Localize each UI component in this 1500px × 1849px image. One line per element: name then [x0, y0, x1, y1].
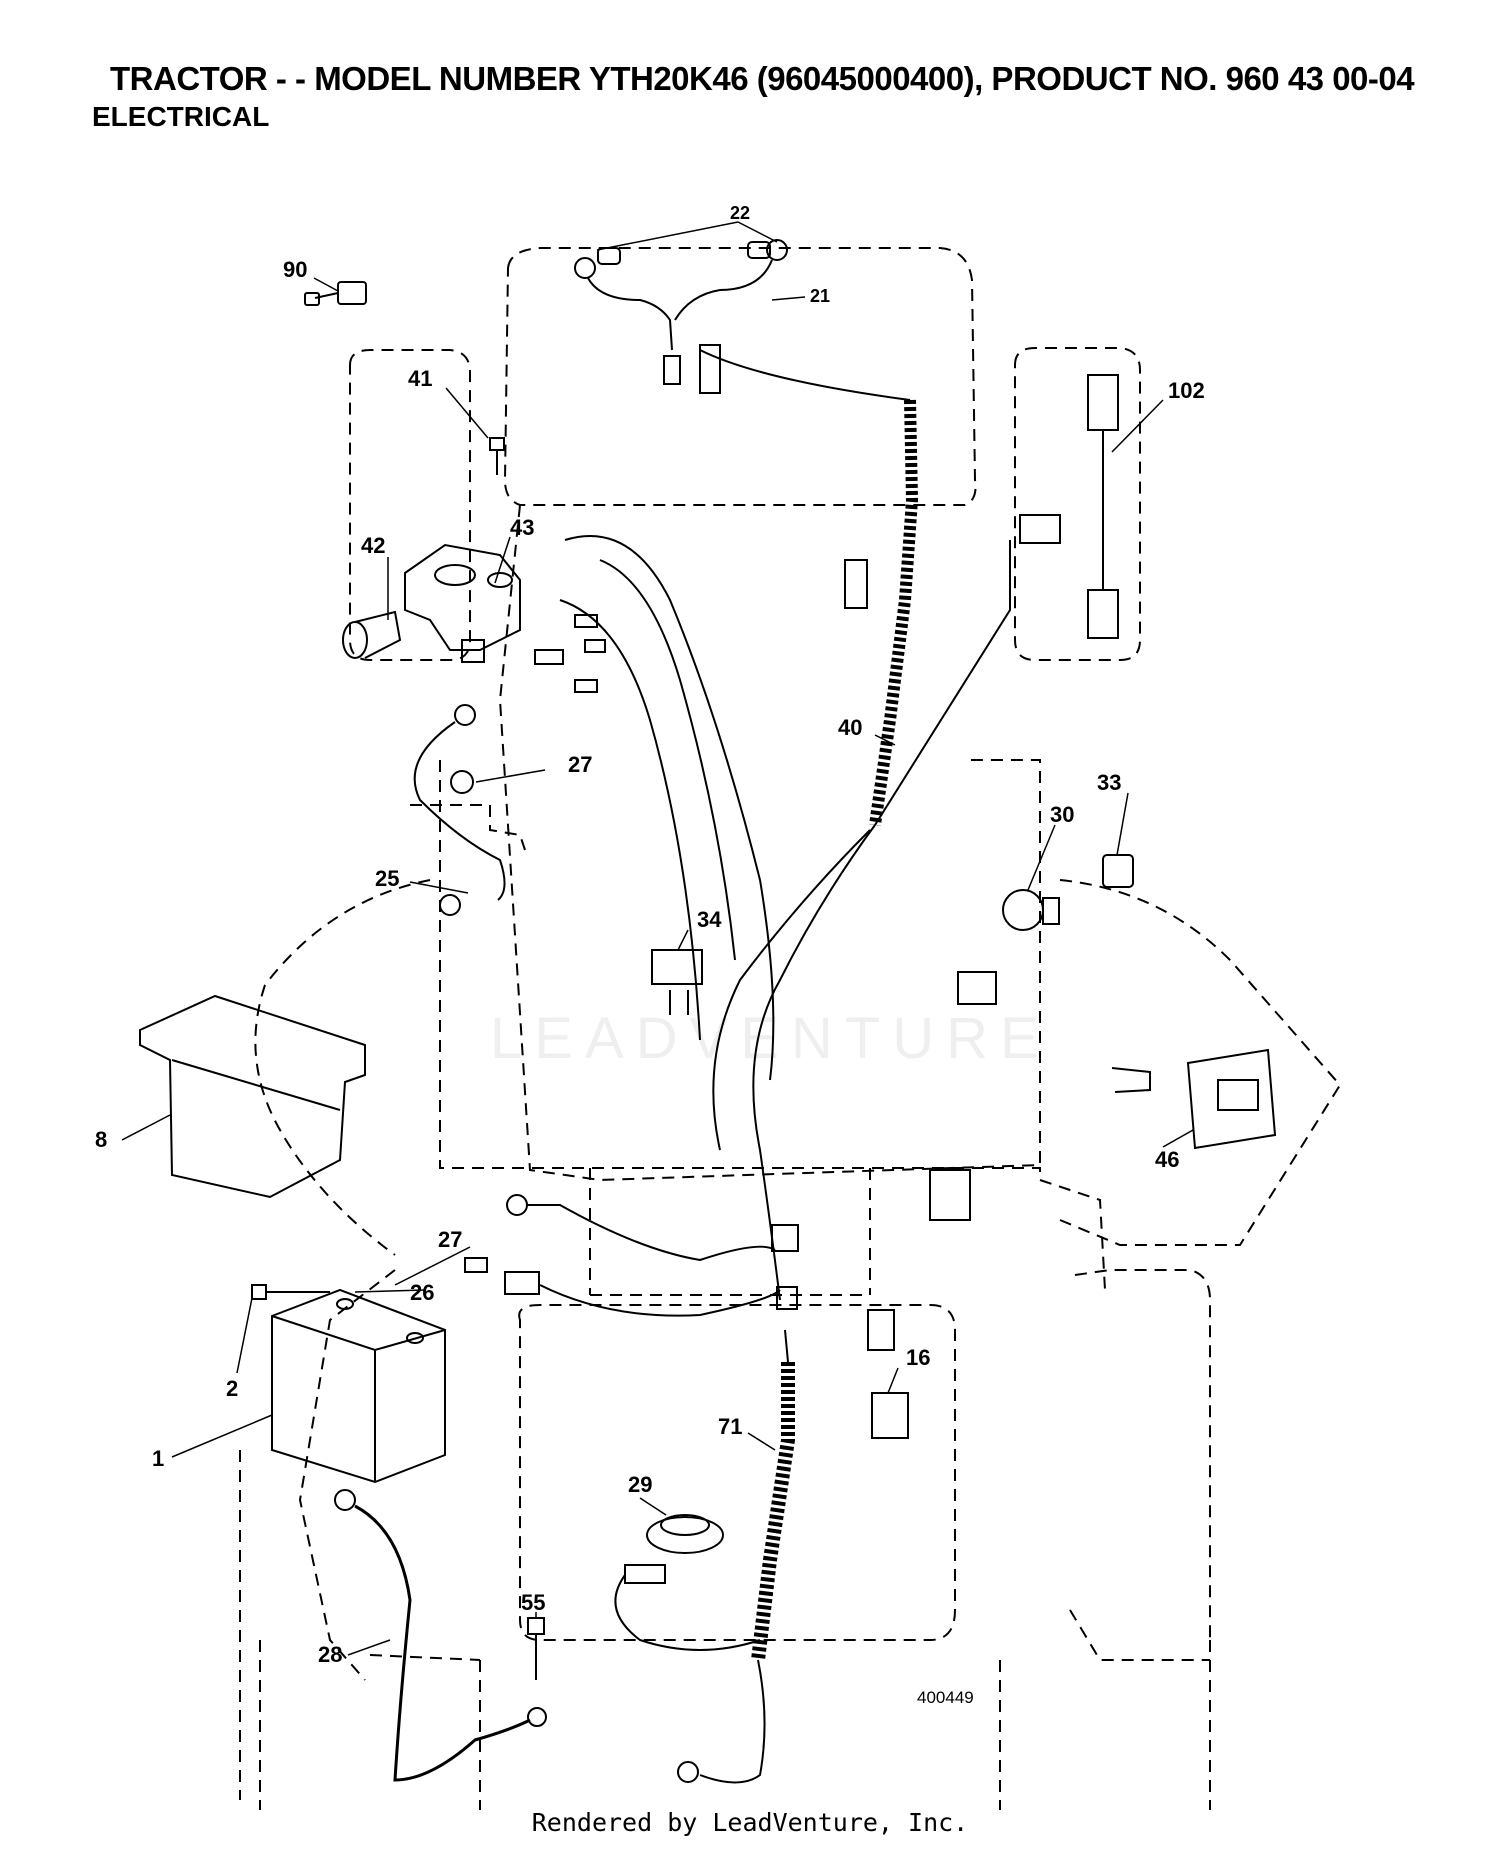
- key-switch-30: [1002, 889, 1044, 931]
- callout-labels: 90 22 21 41 102 43 42 40 27 33 30 25 34 …: [95, 203, 1205, 1707]
- hour-meter-46: [1186, 1048, 1277, 1150]
- terminal-boot-42: [342, 621, 368, 659]
- callout-2: 2: [226, 1376, 238, 1401]
- callout-16: 16: [906, 1345, 930, 1370]
- plug-part-90: [337, 281, 367, 305]
- battery-tray-8: [139, 994, 366, 1199]
- drawing-number: 400449: [917, 1688, 974, 1707]
- callout-25: 25: [375, 866, 399, 891]
- connector-6pin: [929, 1169, 971, 1221]
- tractor-outline: [239, 247, 1342, 1810]
- battery-part-1: [271, 1288, 446, 1484]
- ground-cable-28: [354, 1504, 531, 1782]
- parts-drawing: [139, 239, 1277, 1784]
- callout-26: 26: [410, 1280, 434, 1305]
- callout-27b: 27: [438, 1227, 462, 1252]
- callout-102: 102: [1168, 378, 1205, 403]
- callout-71: 71: [718, 1414, 742, 1439]
- callout-30: 30: [1050, 802, 1074, 827]
- render-credit: Rendered by LeadVenture, Inc.: [531, 1808, 969, 1837]
- callout-21: 21: [810, 286, 830, 306]
- headlight-bulb-left: [574, 257, 596, 279]
- headlight-bulb-right: [766, 239, 788, 261]
- watermark: LEADVENTURE: [490, 1006, 1051, 1071]
- callout-1: 1: [152, 1446, 164, 1471]
- callout-41: 41: [408, 366, 432, 391]
- wire-harness-71: [751, 1362, 795, 1661]
- callout-22: 22: [730, 203, 750, 223]
- callout-33: 33: [1097, 770, 1121, 795]
- relay-part-33: [1102, 854, 1134, 888]
- page-title: TRACTOR - - MODEL NUMBER YTH20K46 (96045…: [110, 60, 1415, 97]
- jumper-harness-102: [1087, 374, 1119, 431]
- callout-28: 28: [318, 1642, 342, 1667]
- leader-lines: [121, 221, 1194, 1656]
- toggle-switch-34: [651, 949, 703, 985]
- callout-46: 46: [1155, 1147, 1179, 1172]
- callout-55: 55: [521, 1590, 545, 1615]
- callout-90: 90: [283, 257, 307, 282]
- solenoid-part-43: [404, 543, 521, 651]
- callout-40: 40: [838, 715, 862, 740]
- horn-part-29: [646, 1516, 724, 1554]
- section-subtitle: ELECTRICAL: [92, 101, 270, 132]
- callout-43: 43: [510, 515, 534, 540]
- callout-42: 42: [361, 533, 385, 558]
- callout-29: 29: [628, 1472, 652, 1497]
- nut-part-27-top: [450, 770, 474, 794]
- seat-switch-16: [871, 1392, 909, 1439]
- callout-8: 8: [95, 1127, 107, 1152]
- callout-27a: 27: [568, 752, 592, 777]
- callout-34: 34: [697, 907, 722, 932]
- wire-harness-40: [869, 399, 919, 826]
- page-header: TRACTOR - - MODEL NUMBER YTH20K46 (96045…: [0, 0, 1500, 140]
